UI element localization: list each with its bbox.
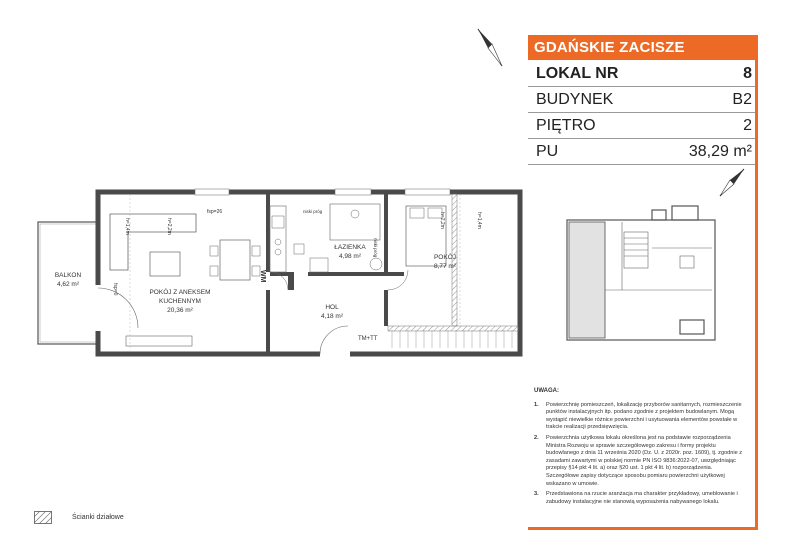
note-item: 2. Powierzchnia użytkowa lokalu określon…	[534, 435, 746, 488]
note-text: Przedstawiona na rzucie aranżacja ma cha…	[546, 491, 738, 505]
note-item: 1. Powierzchnię pomieszczeń, lokalizację…	[534, 402, 746, 432]
accent-border-right	[755, 35, 758, 530]
room-pokoj: POKÓJ 8,77 m²	[420, 253, 470, 271]
key-plan	[566, 205, 716, 341]
room-hol: HOL 4,18 m²	[312, 303, 352, 321]
height-tag: h=2,2m	[166, 218, 172, 235]
room-name: BALKON	[54, 272, 82, 279]
hatch-icon	[34, 511, 52, 524]
room-balkon: BALKON 4,62 m²	[40, 271, 96, 289]
room-name: ŁAZIENKA	[334, 244, 366, 251]
row-value: B2	[732, 91, 752, 108]
note-item: 3. Przedstawiona na rzucie aranżacja ma …	[534, 491, 746, 506]
tm-tt-tag: TM+TT	[358, 336, 378, 342]
north-arrow-icon	[477, 28, 503, 67]
row-value: 2	[743, 117, 752, 134]
legend-label: Ścianki działowe	[72, 514, 124, 521]
row-label: PU	[536, 143, 559, 160]
row-budynek: BUDYNEK B2	[528, 87, 758, 113]
room-area: 4,98 m²	[338, 253, 362, 260]
row-value: 38,29 m²	[688, 143, 752, 160]
room-lazienka: ŁAZIENKA 4,98 m²	[325, 243, 375, 261]
row-pietro: PIĘTRO 2	[528, 113, 758, 139]
room-area: 20,36 m²	[167, 307, 193, 314]
notes-title: UWAGA:	[534, 388, 559, 394]
note-text: Powierzchnia użytkowa lokalu określona j…	[546, 434, 743, 487]
note-number: 1.	[534, 401, 539, 408]
note-number: 3.	[534, 491, 539, 498]
room-name: POKÓJ Z ANEKSEM KUCHENNYM	[149, 289, 211, 305]
niski-prog-tag: niski próg	[303, 209, 323, 214]
notes-section: UWAGA: 1. Powierzchnię pomieszczeń, loka…	[534, 388, 746, 509]
row-label: LOKAL NR	[536, 65, 619, 82]
height-tag: h=1,4m	[476, 212, 482, 229]
room-pokoj-aneks: POKÓJ Z ANEKSEM KUCHENNYM 20,36 m²	[135, 288, 225, 315]
height-tag: h=2,2m	[439, 212, 445, 229]
row-value: 8	[743, 65, 752, 82]
room-area: 4,62 m²	[56, 281, 80, 288]
highlighted-unit	[568, 221, 606, 339]
note-number: 2.	[534, 434, 539, 441]
fsp-tag: fsp=26	[207, 209, 223, 215]
note-text: Powierzchnię pomieszczeń, lokalizację pr…	[546, 401, 742, 431]
row-lokal: LOKAL NR 8	[528, 61, 758, 87]
fsp-tag: fsp=0	[112, 283, 118, 296]
row-label: BUDYNEK	[536, 91, 614, 108]
room-area: 8,77 m²	[433, 263, 457, 270]
height-tag: h=1,4m	[124, 218, 130, 235]
row-pu: PU 38,29 m²	[528, 139, 758, 165]
niski-prog-tag: niski próg	[373, 238, 378, 258]
interior-wall	[266, 194, 270, 272]
room-name: HOL	[325, 304, 339, 311]
room-area: 4,18 m²	[320, 313, 344, 320]
row-label: PIĘTRO	[536, 117, 596, 134]
room-name: POKÓJ	[433, 254, 457, 261]
washing-machine-tag: WM	[259, 270, 266, 283]
accent-border-bottom	[528, 527, 758, 530]
floor-plan	[37, 188, 523, 358]
north-arrow-icon	[719, 168, 745, 197]
brand-title: GDAŃSKIE ZACISZE	[528, 35, 758, 60]
